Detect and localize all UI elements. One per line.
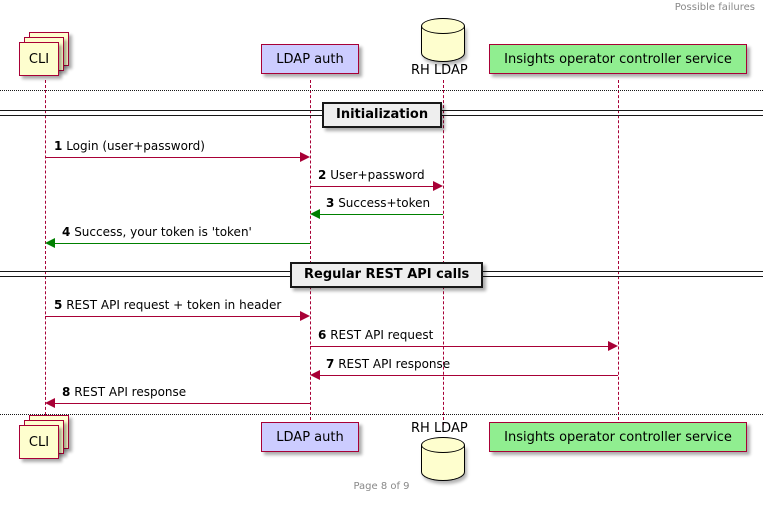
- collections-sheet-front-bottom: CLI: [19, 425, 59, 459]
- message-2-line: [310, 186, 433, 187]
- message-8-number: 8: [62, 385, 71, 399]
- participant-cli-top[interactable]: CLI: [19, 32, 71, 76]
- message-2-number: 2: [318, 168, 327, 182]
- lifeline-rh-ldap: [443, 80, 444, 425]
- message-3-text: Success+token: [338, 196, 431, 210]
- message-1-number: 1: [54, 139, 63, 153]
- database-cylinder-top-bottom: [421, 437, 465, 453]
- message-3-arrowhead: [310, 209, 320, 219]
- divider-rest-api-box: Regular REST API calls: [290, 262, 484, 288]
- message-1-label: 1 Login (user+password): [54, 139, 205, 153]
- participant-insights-label-top: Insights operator controller service: [504, 51, 732, 67]
- message-4-label: 4 Success, your token is 'token': [62, 225, 252, 239]
- message-5-text: REST API request + token in header: [66, 298, 282, 312]
- message-7-label: 7 REST API response: [326, 357, 450, 371]
- lifeline-bottom-separator: [0, 414, 763, 415]
- divider-initialization-box: Initialization: [322, 102, 443, 128]
- message-6-line: [310, 346, 608, 347]
- lifeline-cli: [45, 80, 46, 425]
- participant-rh-ldap-top[interactable]: [421, 18, 465, 68]
- message-7-number: 7: [326, 357, 335, 371]
- participant-rh-ldap-label-top: RH LDAP: [411, 63, 468, 78]
- message-7-arrowhead: [310, 370, 320, 380]
- message-3-line: [320, 214, 443, 215]
- message-8-line: [55, 403, 310, 404]
- message-4-number: 4: [62, 225, 71, 239]
- participant-insights-top[interactable]: Insights operator controller service: [489, 44, 747, 74]
- lifeline-insights: [618, 80, 619, 425]
- message-8-arrowhead: [45, 398, 55, 408]
- message-4-text: Success, your token is 'token': [74, 225, 252, 239]
- participant-rh-ldap-label-bottom: RH LDAP: [411, 421, 468, 436]
- participant-ldap-auth-top[interactable]: LDAP auth: [261, 44, 359, 74]
- lifeline-ldap-auth: [310, 80, 311, 425]
- message-2-label: 2 User+password: [318, 168, 425, 182]
- message-2-text: User+password: [330, 168, 425, 182]
- collections-sheet-front: CLI: [19, 42, 59, 76]
- participant-insights-bottom[interactable]: Insights operator controller service: [489, 422, 747, 452]
- participant-ldap-auth-label-bottom: LDAP auth: [276, 429, 344, 445]
- message-1-text: Login (user+password): [66, 139, 205, 153]
- participant-insights-label-bottom: Insights operator controller service: [504, 429, 732, 445]
- participant-ldap-auth-label-top: LDAP auth: [276, 51, 344, 67]
- message-1-line: [45, 157, 300, 158]
- message-3-number: 3: [326, 196, 335, 210]
- message-4-arrowhead: [45, 238, 55, 248]
- message-5-number: 5: [54, 298, 63, 312]
- message-8-label: 8 REST API response: [62, 385, 186, 399]
- message-5-label: 5 REST API request + token in header: [54, 298, 281, 312]
- message-3-label: 3 Success+token: [326, 196, 430, 210]
- participant-cli-bottom[interactable]: CLI: [19, 415, 71, 459]
- message-8-text: REST API response: [74, 385, 187, 399]
- participant-ldap-auth-bottom[interactable]: LDAP auth: [261, 422, 359, 452]
- lifeline-top-separator: [0, 90, 763, 91]
- message-2-arrowhead: [433, 181, 443, 191]
- database-cylinder-top: [421, 18, 465, 34]
- message-7-text: REST API response: [338, 357, 451, 371]
- header-note: Possible failures: [674, 2, 755, 13]
- page-footer: Page 8 of 9: [353, 481, 410, 492]
- message-6-text: REST API request: [330, 328, 434, 342]
- message-6-number: 6: [318, 328, 327, 342]
- message-5-line: [45, 316, 300, 317]
- message-6-arrowhead: [608, 341, 618, 351]
- message-4-line: [55, 243, 310, 244]
- message-7-line: [320, 375, 618, 376]
- participant-rh-ldap-bottom[interactable]: [421, 437, 465, 487]
- message-5-arrowhead: [300, 311, 310, 321]
- message-6-label: 6 REST API request: [318, 328, 433, 342]
- message-1-arrowhead: [300, 152, 310, 162]
